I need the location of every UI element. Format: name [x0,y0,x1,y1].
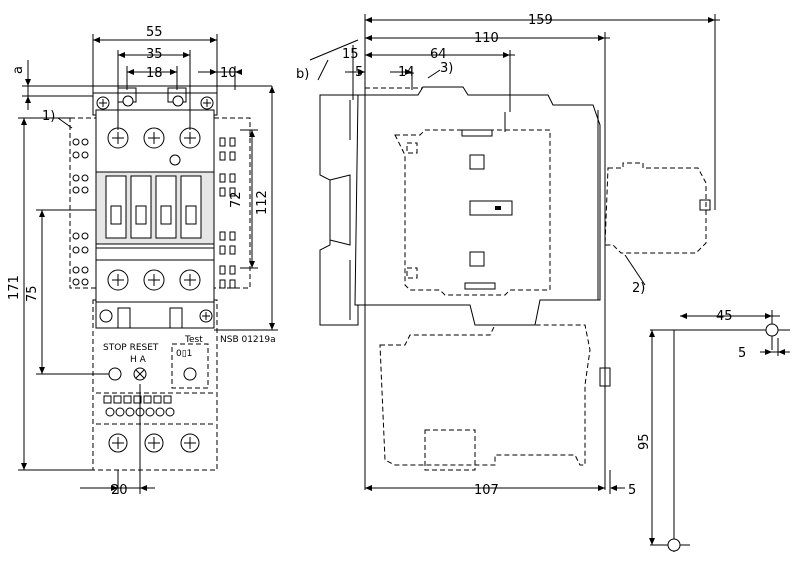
main-terminal-bottom-icons [107,269,201,291]
drawing-code: NSB 01219a [220,335,276,345]
front-arrows [21,37,275,491]
relay-terminal-row [103,395,175,417]
mounting-hole-icon [765,323,779,337]
side-view: 159 110 64 15 5 14 3) b) 2) 107 5 [296,13,720,498]
dim-5-hole: 5 [738,346,746,361]
stop-button-icon [108,367,122,381]
side-arrows [358,17,715,491]
test-label: Test [184,335,203,345]
dim-35: 35 [146,47,163,62]
test-button-icon [183,367,197,381]
dim-64: 64 [430,47,447,62]
aux-contact-left [72,138,89,286]
dim-72: 72 [229,191,244,208]
dim-20: 20 [111,483,128,498]
dim-15: 15 [342,47,359,62]
front-dimension-lines [18,34,278,494]
side-dimension-lines [309,14,720,494]
note-1: 1) [42,109,55,124]
main-terminal-top-icons [107,127,201,166]
note-2: 2) [632,281,645,296]
stop-reset-label: STOP RESET [103,343,159,353]
dim-75: 75 [25,285,40,302]
dim-5-top: 5 [355,65,363,80]
dim-110: 110 [474,31,499,46]
relay-main-terminal-icons [108,433,200,453]
dim-5-bottom: 5 [628,483,636,498]
aux-contact-right [219,137,236,289]
dim-14: 14 [398,65,415,80]
contactor-side-body [354,86,601,326]
front-view: STOP RESET H A Test 0▯1 [7,25,278,498]
accessory-2 [604,162,707,254]
dim-95: 95 [637,433,652,450]
dim-159: 159 [528,13,553,28]
dim-112: 112 [255,190,270,215]
dim-10: 10 [220,66,237,81]
label-a: a [11,66,26,74]
note-3: 3) [440,61,453,76]
dim-171: 171 [7,275,22,300]
bottom-terminal-strip [95,301,215,329]
label-b: b) [296,67,309,82]
screw-icon [96,95,214,110]
dim-18: 18 [146,66,163,81]
dim-107: 107 [474,483,499,498]
mounting-hole-pattern: 45 5 95 [637,309,790,552]
switch-label: 0▯1 [176,349,192,359]
dim-45: 45 [716,309,733,324]
ha-label: H A [130,355,147,365]
overload-relay-outline [92,299,218,471]
rail-clip [319,94,359,326]
overload-relay-side [379,324,591,466]
mounting-hole-icon [667,538,681,552]
dim-55: 55 [146,25,163,40]
